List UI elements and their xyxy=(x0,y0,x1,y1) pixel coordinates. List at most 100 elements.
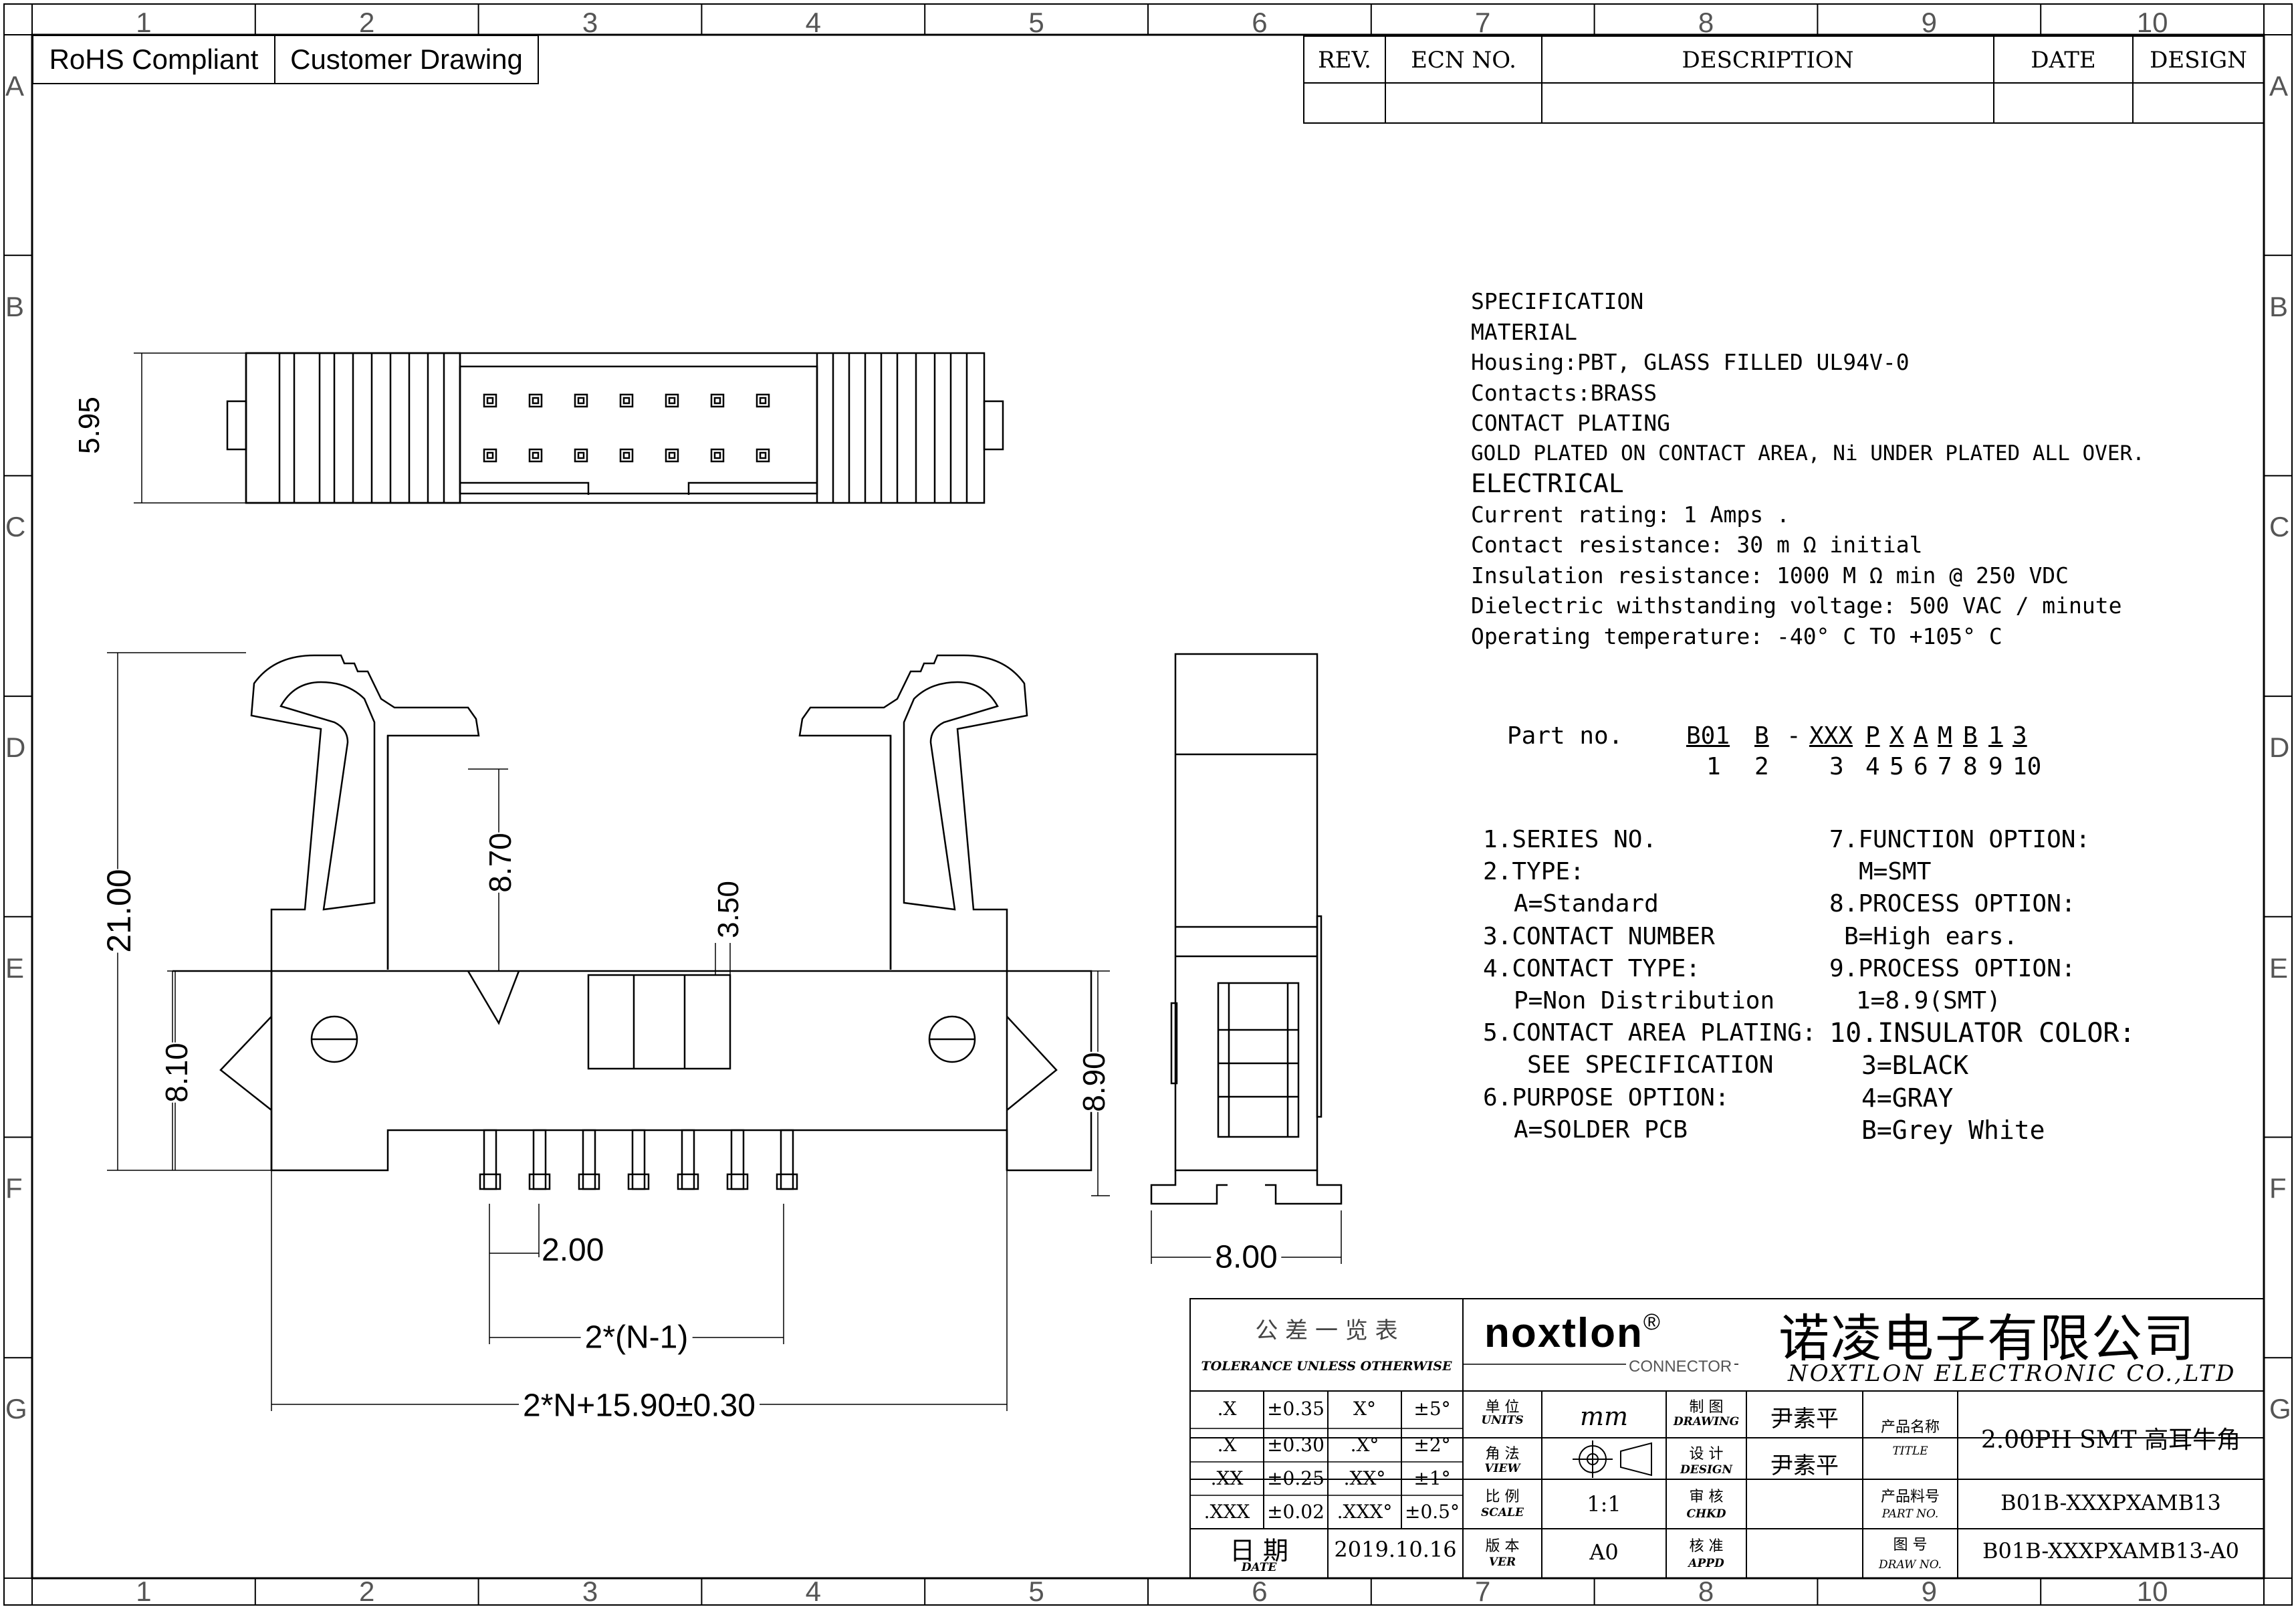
tolerance-cell: .X xyxy=(1217,1398,1237,1420)
option-line: B=Grey White xyxy=(1861,1115,2045,1145)
revision-table-frame xyxy=(1303,35,2265,124)
grid-col-label-bottom: 2 xyxy=(359,1576,375,1607)
drawing-number-value: B01B-XXXPXAMB13-A0 xyxy=(1982,1538,2239,1564)
pin-leg xyxy=(483,1129,497,1190)
pin-square-inner xyxy=(622,451,630,459)
option-line: 9.PROCESS OPTION: xyxy=(1829,954,2076,982)
date-header: DATE xyxy=(2031,47,2096,74)
spec-line: Contact resistance: 30 m Ω initial xyxy=(1471,532,1923,558)
option-line: 3=BLACK xyxy=(1861,1051,1969,1081)
pin-square xyxy=(665,448,679,463)
options-left: 1.SERIES NO. 2.TYPE: A=Standard 3.CONTAC… xyxy=(1483,824,1817,1146)
title-block-frame xyxy=(1189,1298,2265,1579)
units-value: mm xyxy=(1579,1402,1629,1431)
description-header: DESCRIPTION xyxy=(1682,47,1854,74)
pin-foot xyxy=(578,1173,600,1190)
pin-square xyxy=(528,448,543,463)
grid-row-label-right: B xyxy=(2269,290,2289,322)
part-no-index: 5 xyxy=(1889,753,1904,780)
option-line: 4.CONTACT TYPE: xyxy=(1483,954,1701,982)
company-name-cn: 诺凌电子有限公司 xyxy=(1778,1309,2196,1368)
part-no-segment: XXX xyxy=(1809,722,1853,750)
part-no-index: 10 xyxy=(2013,753,2042,780)
pin-square xyxy=(756,393,770,408)
tolerance-cell: .XXX xyxy=(1203,1501,1250,1523)
appd-label-en: APPD xyxy=(1688,1557,1724,1570)
grid-row-label-left: G xyxy=(5,1393,27,1425)
part-number-value: B01B-XXXPXAMB13 xyxy=(2000,1490,2221,1515)
part-no-segment: A xyxy=(1914,722,1928,750)
view-label-cn: 角 法 xyxy=(1485,1446,1520,1463)
option-line: 10.INSULATOR COLOR: xyxy=(1829,1018,2136,1049)
units-label-cn: 单 位 xyxy=(1485,1399,1520,1416)
grid-row-label-left: A xyxy=(5,70,25,102)
option-line: A=SOLDER PCB xyxy=(1514,1115,1688,1144)
pin-foot xyxy=(528,1173,551,1190)
option-line: 1.SERIES NO. xyxy=(1483,826,1657,853)
pin-square-inner xyxy=(668,451,676,459)
tolerance-cell: ±0.02 xyxy=(1267,1501,1325,1523)
rohs-tag: RoHS Compliant xyxy=(32,35,275,84)
dim-latch-height: 8.70 xyxy=(482,833,518,893)
ver-label-cn: 版 本 xyxy=(1485,1538,1520,1555)
dim-pitch: 2.00 xyxy=(542,1232,604,1269)
tolerance-title-en: TOLERANCE UNLESS OTHERWISE xyxy=(1201,1359,1452,1374)
pin-square-inner xyxy=(486,397,494,405)
option-line: 8.PROCESS OPTION: xyxy=(1829,890,2076,918)
grid-row-label-left: E xyxy=(5,952,25,984)
pin-square xyxy=(665,393,679,408)
drawing-label-cn: 制 图 xyxy=(1689,1399,1724,1416)
grid-row-label-left: B xyxy=(5,290,25,322)
scale-label-en: SCALE xyxy=(1481,1506,1524,1519)
company-name-en: NOXTLON ELECTRONIC CO.,LTD xyxy=(1788,1360,2236,1387)
drawno-label-cn: 图 号 xyxy=(1893,1537,1928,1553)
drawing-label-en: DRAWING xyxy=(1673,1415,1740,1428)
chkd-label-cn: 审 核 xyxy=(1689,1489,1724,1505)
pin-square xyxy=(574,393,588,408)
appd-label-cn: 核 准 xyxy=(1689,1538,1724,1555)
part-no-segment: P xyxy=(1865,722,1880,750)
option-line: B=High ears. xyxy=(1844,922,2019,950)
spec-line: Insulation resistance: 1000 M Ω min @ 25… xyxy=(1471,562,2069,588)
spec-line: CONTACT PLATING xyxy=(1471,410,1671,436)
grid-col-label-bottom: 6 xyxy=(1252,1576,1268,1607)
design-header: DESIGN xyxy=(2150,47,2247,74)
front-view xyxy=(107,652,1110,1411)
dim-body-height-right: 8.90 xyxy=(1076,1052,1112,1112)
tolerance-cell: ±0.30 xyxy=(1267,1434,1325,1456)
part-no-segment: 1 xyxy=(1988,722,2003,750)
grid-row-label-right: C xyxy=(2269,511,2290,543)
logo-text: noxtlon xyxy=(1484,1310,1643,1356)
design-by: 尹素平 xyxy=(1770,1453,1839,1479)
pin-foot xyxy=(677,1173,699,1190)
pin-square xyxy=(483,393,497,408)
pin-square xyxy=(710,448,725,463)
part-no-index: 8 xyxy=(1963,753,1978,780)
tolerance-cell: .XXX° xyxy=(1337,1501,1393,1523)
spec-line: Dielectric withstanding voltage: 500 VAC… xyxy=(1471,593,2122,619)
pin-square xyxy=(710,393,725,408)
pin-leg xyxy=(582,1129,596,1190)
grid-col-label-bottom: 4 xyxy=(805,1576,821,1607)
dim-overall-height: 21.00 xyxy=(100,869,138,953)
pin-square xyxy=(483,448,497,463)
tolerance-cell: ±0.5° xyxy=(1405,1501,1460,1523)
spec-line: Housing:PBT, GLASS FILLED UL94V-0 xyxy=(1471,349,1910,375)
pin-square-inner xyxy=(486,451,494,459)
title-label-cn: 产品名称 xyxy=(1880,1419,1940,1436)
tolerance-cell: ±1° xyxy=(1413,1467,1451,1489)
part-no-segment: B xyxy=(1963,722,1978,750)
grid-col-label-bottom: 3 xyxy=(582,1576,598,1607)
tolerance-cell: ±5° xyxy=(1413,1398,1451,1420)
pin-square-inner xyxy=(759,451,767,459)
part-no-index: 3 xyxy=(1829,753,1844,780)
pin-square-inner xyxy=(713,451,721,459)
grid-col-label-top: 1 xyxy=(136,7,152,38)
pin-foot xyxy=(479,1173,501,1190)
part-no-segment: 3 xyxy=(2013,722,2027,750)
part-no-index: 4 xyxy=(1865,753,1880,780)
customer-drawing-label: Customer Drawing xyxy=(290,43,523,75)
grid-row-label-right: E xyxy=(2269,952,2289,984)
spec-line: SPECIFICATION xyxy=(1471,288,1644,314)
